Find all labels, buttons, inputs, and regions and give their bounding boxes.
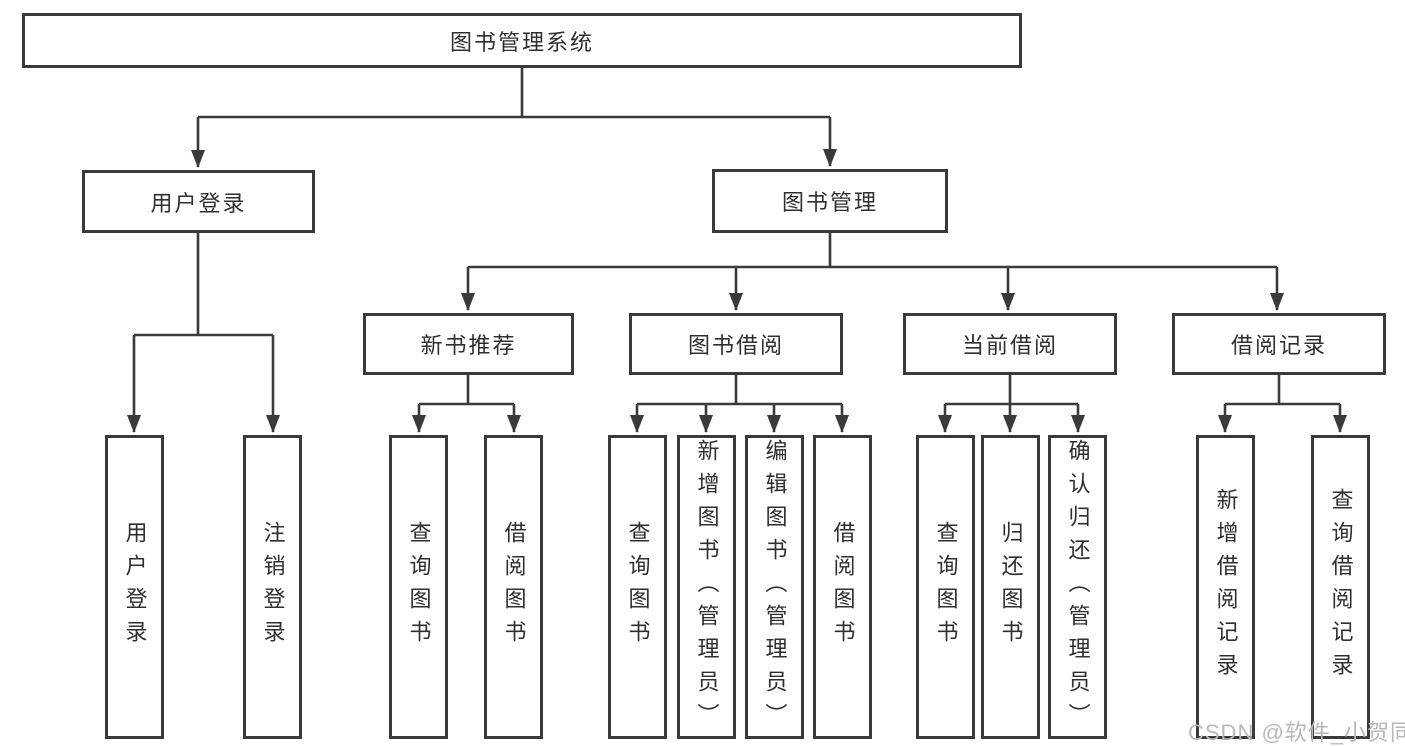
leaf-label: 查询图书: [933, 521, 959, 653]
leaf-newrec-borrow-books: 借阅图书: [484, 435, 543, 739]
node-borrowing-records: 借阅记录: [1172, 313, 1386, 375]
leaf-label: 查询图书: [625, 521, 651, 653]
leaf-borrow-query-books: 查询图书: [608, 435, 667, 739]
leaf-label: 确认归还（管理员）: [1065, 438, 1091, 736]
leaf-logout: 注销登录: [243, 435, 302, 739]
leaf-label: 借阅图书: [501, 521, 527, 653]
leaf-current-return-books: 归还图书: [981, 435, 1040, 739]
node-new-book-recommendation: 新书推荐: [363, 313, 574, 375]
leaf-label: 注销登录: [260, 521, 286, 653]
leaf-borrow-edit-books-admin: 编辑图书（管理员）: [745, 435, 804, 739]
leaf-current-query-books: 查询图书: [916, 435, 975, 739]
leaf-record-query-borrow-record: 查询借阅记录: [1311, 435, 1370, 739]
leaf-label: 归还图书: [998, 521, 1024, 653]
leaf-record-add-borrow-record: 新增借阅记录: [1196, 435, 1255, 739]
leaf-label: 新增借阅记录: [1213, 488, 1239, 686]
node-book-management: 图书管理: [712, 169, 948, 233]
node-current-borrowing: 当前借阅: [903, 313, 1117, 375]
leaf-label: 查询图书: [406, 521, 432, 653]
leaf-borrow-borrow-books: 借阅图书: [813, 435, 872, 739]
leaf-label: 借阅图书: [830, 521, 856, 653]
leaf-label: 用户登录: [122, 521, 148, 653]
node-user-login: 用户登录: [82, 170, 315, 233]
leaf-label: 编辑图书（管理员）: [762, 438, 788, 736]
leaf-borrow-add-books-admin: 新增图书（管理员）: [677, 435, 736, 739]
leaf-newrec-query-books: 查询图书: [389, 435, 448, 739]
node-book-borrowing: 图书借阅: [629, 313, 843, 375]
leaf-user-login: 用户登录: [105, 435, 164, 739]
root-node-system: 图书管理系统: [22, 13, 1022, 68]
csdn-watermark: CSDN @软件_小贺同学: [1188, 720, 1405, 745]
leaf-label: 新增图书（管理员）: [694, 438, 720, 736]
leaf-current-confirm-return-admin: 确认归还（管理员）: [1048, 435, 1107, 739]
leaf-label: 查询借阅记录: [1328, 488, 1354, 686]
